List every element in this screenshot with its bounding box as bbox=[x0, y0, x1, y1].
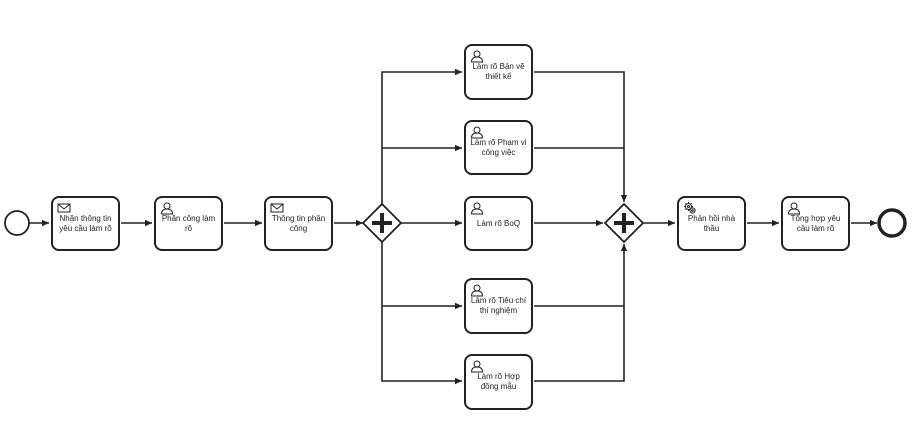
task-clarify-scope-of-work[interactable]: Làm rõ Phạm vi công việc bbox=[464, 120, 533, 175]
flow-split-to-criteria bbox=[381, 242, 462, 385]
task-label: Làm rõ BoQ bbox=[476, 218, 521, 228]
parallel-join-gateway[interactable] bbox=[603, 202, 645, 244]
parallel-split-gateway[interactable] bbox=[361, 202, 403, 244]
task-assign-clarification[interactable]: Phân công làm rõ bbox=[154, 196, 223, 251]
task-label: Phân công làm rõ bbox=[161, 213, 216, 233]
task-clarify-sample-contract[interactable]: Làm rõ Hợp đồng mẫu bbox=[464, 354, 533, 410]
task-summarize-clarification-requests[interactable]: Tổng hợp yêu cầu làm rõ bbox=[781, 196, 850, 251]
plus-icon bbox=[372, 213, 392, 233]
user-icon bbox=[470, 283, 484, 297]
task-respond-to-contractor[interactable]: Phản hồi nhà thầu bbox=[677, 196, 746, 251]
task-clarify-testing-criteria[interactable]: Làm rõ Tiêu chí thí nghiệm bbox=[464, 278, 533, 334]
start-event[interactable] bbox=[4, 210, 30, 236]
flow-split-to-drawings bbox=[381, 68, 462, 204]
gear-icon bbox=[683, 201, 697, 215]
flow-drawings-to-join bbox=[534, 71, 628, 202]
task-label: Làm rõ Bản vẽ thiết kế bbox=[472, 62, 525, 81]
user-icon bbox=[787, 201, 801, 215]
task-label: Nhận thông tin yêu cầu làm rõ bbox=[59, 213, 112, 233]
plus-icon bbox=[614, 213, 634, 233]
end-event[interactable] bbox=[877, 208, 907, 238]
task-receive-clarification-request[interactable]: Nhận thông tin yêu cầu làm rõ bbox=[51, 196, 120, 251]
user-icon bbox=[470, 49, 484, 63]
task-label: Làm rõ Hợp đồng mẫu bbox=[477, 372, 520, 391]
task-label: Làm rõ Phạm vi công việc bbox=[470, 137, 527, 157]
task-label: Tổng hợp yêu cầu làm rõ bbox=[790, 213, 841, 233]
user-icon bbox=[160, 201, 174, 215]
task-label: Phản hồi nhà thầu bbox=[687, 213, 736, 233]
task-clarify-boq[interactable]: Làm rõ BoQ bbox=[464, 196, 533, 251]
task-label: Làm rõ Tiêu chí thí nghiệm bbox=[470, 296, 527, 315]
task-clarify-design-drawings[interactable]: Làm rõ Bản vẽ thiết kế bbox=[464, 44, 533, 100]
task-assignment-info[interactable]: Thông tin phân công bbox=[264, 196, 333, 251]
flow-contract-to-join bbox=[534, 244, 628, 382]
envelope-icon bbox=[270, 201, 284, 215]
sequence-flows bbox=[29, 68, 877, 385]
user-icon bbox=[470, 125, 484, 139]
user-icon bbox=[470, 201, 484, 215]
envelope-icon bbox=[57, 201, 71, 215]
task-label: Thông tin phân công bbox=[271, 213, 326, 233]
user-icon bbox=[470, 359, 484, 373]
